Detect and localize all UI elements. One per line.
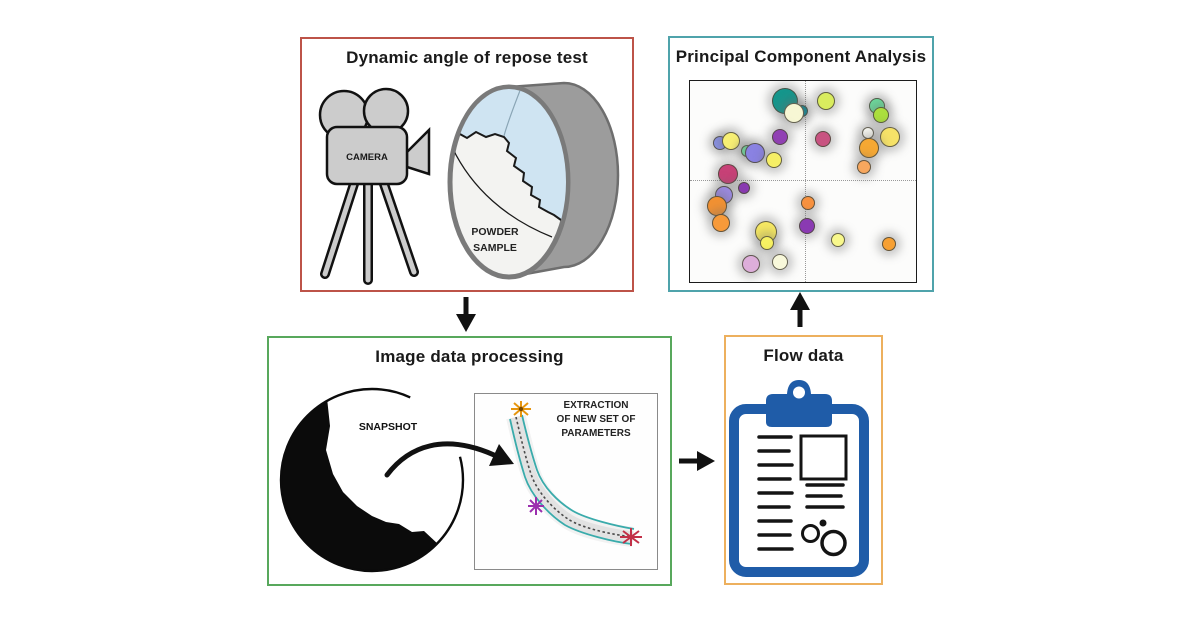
pca-title: Principal Component Analysis bbox=[675, 47, 927, 66]
pca-bubble bbox=[873, 106, 890, 123]
pca-bubble bbox=[772, 254, 789, 271]
pca-bubble bbox=[800, 195, 815, 210]
pca-vertical-dashed-line bbox=[805, 81, 807, 282]
pca-bubble bbox=[772, 129, 789, 146]
extraction-label-line3: PARAMETERS bbox=[561, 428, 631, 439]
pca-bubble bbox=[766, 152, 783, 169]
pca-bubble bbox=[721, 132, 740, 151]
image-processing-title: Image data processing bbox=[375, 347, 564, 366]
repose-test-title: Dynamic angle of repose test bbox=[346, 48, 588, 67]
pca-bubble bbox=[882, 237, 897, 252]
pca-bubble bbox=[711, 213, 730, 232]
image-processing-box: Image data processing bbox=[267, 336, 672, 586]
clipboard-lines bbox=[757, 435, 845, 551]
pca-bubble bbox=[857, 160, 872, 175]
arrow-up-icon bbox=[790, 292, 810, 327]
snapshot-black-region bbox=[281, 393, 454, 571]
pca-bubble bbox=[784, 102, 805, 123]
pca-bubble bbox=[742, 255, 761, 274]
powder-label-line1: POWDER bbox=[471, 226, 519, 238]
trajectory-plot bbox=[506, 401, 642, 547]
clipboard-icon bbox=[729, 380, 869, 577]
pca-bubble bbox=[760, 236, 775, 251]
pca-bubble bbox=[799, 217, 816, 234]
pca-bubble bbox=[859, 138, 880, 159]
repose-illustration: POWDER SAMPLE CAMERA bbox=[318, 81, 620, 285]
star-orange-marker bbox=[511, 401, 531, 417]
drum-icon: POWDER SAMPLE bbox=[447, 81, 620, 280]
camera-icon: CAMERA bbox=[318, 87, 431, 285]
star-crimson-marker bbox=[620, 528, 642, 546]
pca-bubble bbox=[745, 143, 766, 164]
curved-arrow-icon bbox=[384, 441, 514, 478]
pca-horizontal-dashed-line bbox=[690, 180, 916, 182]
pca-bubble bbox=[880, 127, 901, 148]
extraction-label-line1: EXTRACTION bbox=[563, 400, 629, 411]
pca-bubble bbox=[738, 181, 751, 194]
arrow-right-icon bbox=[679, 451, 715, 471]
pca-box: Principal Component Analysis bbox=[668, 36, 934, 292]
repose-test-box: Dynamic angle of repose test POWDER SAMP… bbox=[300, 37, 634, 292]
camera-label: CAMERA bbox=[346, 152, 388, 163]
snapshot-label: SNAPSHOT bbox=[359, 421, 418, 433]
flow-data-box: Flow data bbox=[724, 335, 883, 585]
star-purple-marker bbox=[528, 497, 544, 515]
powder-label-line2: SAMPLE bbox=[473, 242, 517, 254]
extraction-label-line2: OF NEW SET OF bbox=[556, 414, 636, 425]
arrow-down-icon bbox=[456, 297, 476, 332]
flow-data-title: Flow data bbox=[763, 346, 844, 365]
extraction-label: EXTRACTION OF NEW SET OF PARAMETERS bbox=[537, 399, 655, 441]
snapshot-illustration: SNAPSHOT bbox=[279, 387, 514, 573]
pca-bubble bbox=[814, 131, 831, 148]
pca-plot bbox=[689, 80, 917, 283]
pca-bubble bbox=[706, 195, 727, 216]
pca-bubble bbox=[717, 164, 738, 185]
pca-bubble bbox=[816, 91, 835, 110]
extraction-panel: EXTRACTION OF NEW SET OF PARAMETERS bbox=[474, 393, 658, 570]
pca-bubble bbox=[830, 233, 845, 248]
